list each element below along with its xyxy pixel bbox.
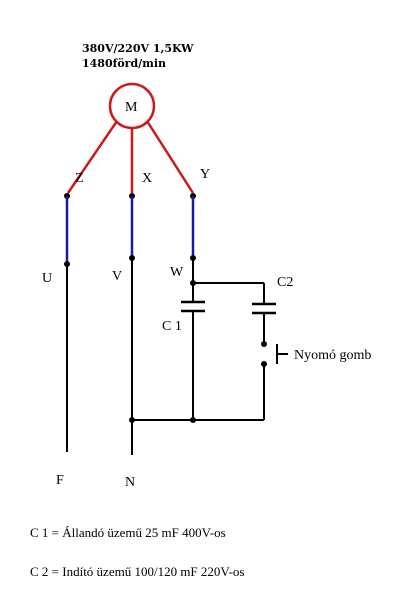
terminal-x-label: X (142, 171, 152, 186)
terminal-y-label: Y (200, 167, 210, 182)
terminal-z-label: Z (75, 171, 84, 186)
note-c2: C 2 = Indító üzemű 100/120 mF 220V-os (30, 564, 245, 579)
terminal-v-label: V (112, 269, 122, 284)
motor-symbol: M (125, 100, 138, 115)
push-button-label: Nyomó gomb (294, 348, 371, 363)
c1-label: C 1 (162, 319, 182, 334)
motor-spec-voltage-power: 380V/220V 1,5KW (82, 42, 194, 55)
button-contact-top (261, 341, 267, 347)
terminal-w-label: W (170, 265, 184, 280)
c2-label: C2 (277, 275, 293, 290)
terminal-n-label: N (125, 475, 135, 490)
terminal-u-label: U (42, 271, 52, 286)
note-c1: C 1 = Állandó üzemű 25 mF 400V-os (30, 525, 226, 540)
terminal-f-label: F (56, 473, 64, 488)
motor-wire-y (145, 120, 195, 194)
c1-bottom-junction-dot (190, 417, 196, 423)
motor-wire-z (66, 120, 119, 194)
motor-spec-speed: 1480förd/min (82, 57, 166, 70)
